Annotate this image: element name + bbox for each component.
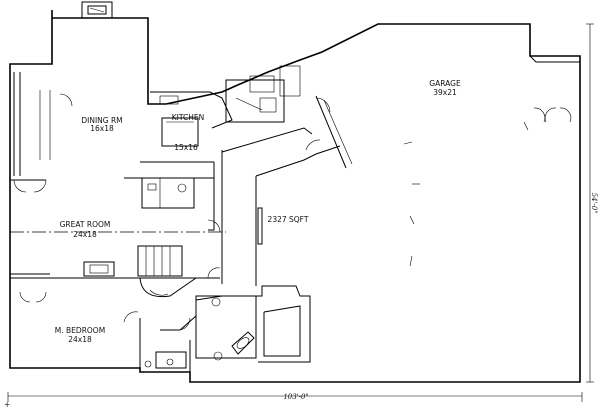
interior-walls [10, 65, 353, 372]
great-room-name: GREAT ROOM [60, 220, 111, 229]
room-label-great-room: GREAT ROOM 24x18 [60, 220, 111, 239]
dining-room-size: 16x18 [90, 124, 114, 133]
overall-width-dimension: 103'-0" [283, 393, 308, 401]
exterior-walls [9, 1, 581, 383]
garage-size: 39x21 [433, 88, 457, 97]
room-label-dining: DINING RM 16x18 [81, 116, 122, 133]
garage-name: GARAGE [429, 79, 461, 88]
bedroom-name: M. BEDROOM [55, 326, 105, 335]
dimension-lines: + [4, 23, 594, 409]
great-room-size: 24x18 [73, 230, 97, 239]
area-label: 2327 SQFT [268, 215, 309, 224]
kitchen-size: 15x16 [174, 143, 198, 152]
room-label-bedroom: M. BEDROOM 24x18 [55, 326, 105, 344]
kitchen-name: KITCHEN [172, 113, 205, 122]
room-label-garage: GARAGE 39x21 [429, 79, 461, 97]
dining-room-name: DINING RM [81, 116, 122, 125]
door-swings [13, 93, 572, 331]
overall-depth-dimension: 54'-0" [590, 193, 598, 214]
room-label-kitchen: KITCHEN 15x16 [172, 113, 205, 152]
window-marker [257, 207, 263, 245]
svg-text:+: + [4, 400, 10, 409]
bedroom-size: 24x18 [68, 335, 92, 344]
